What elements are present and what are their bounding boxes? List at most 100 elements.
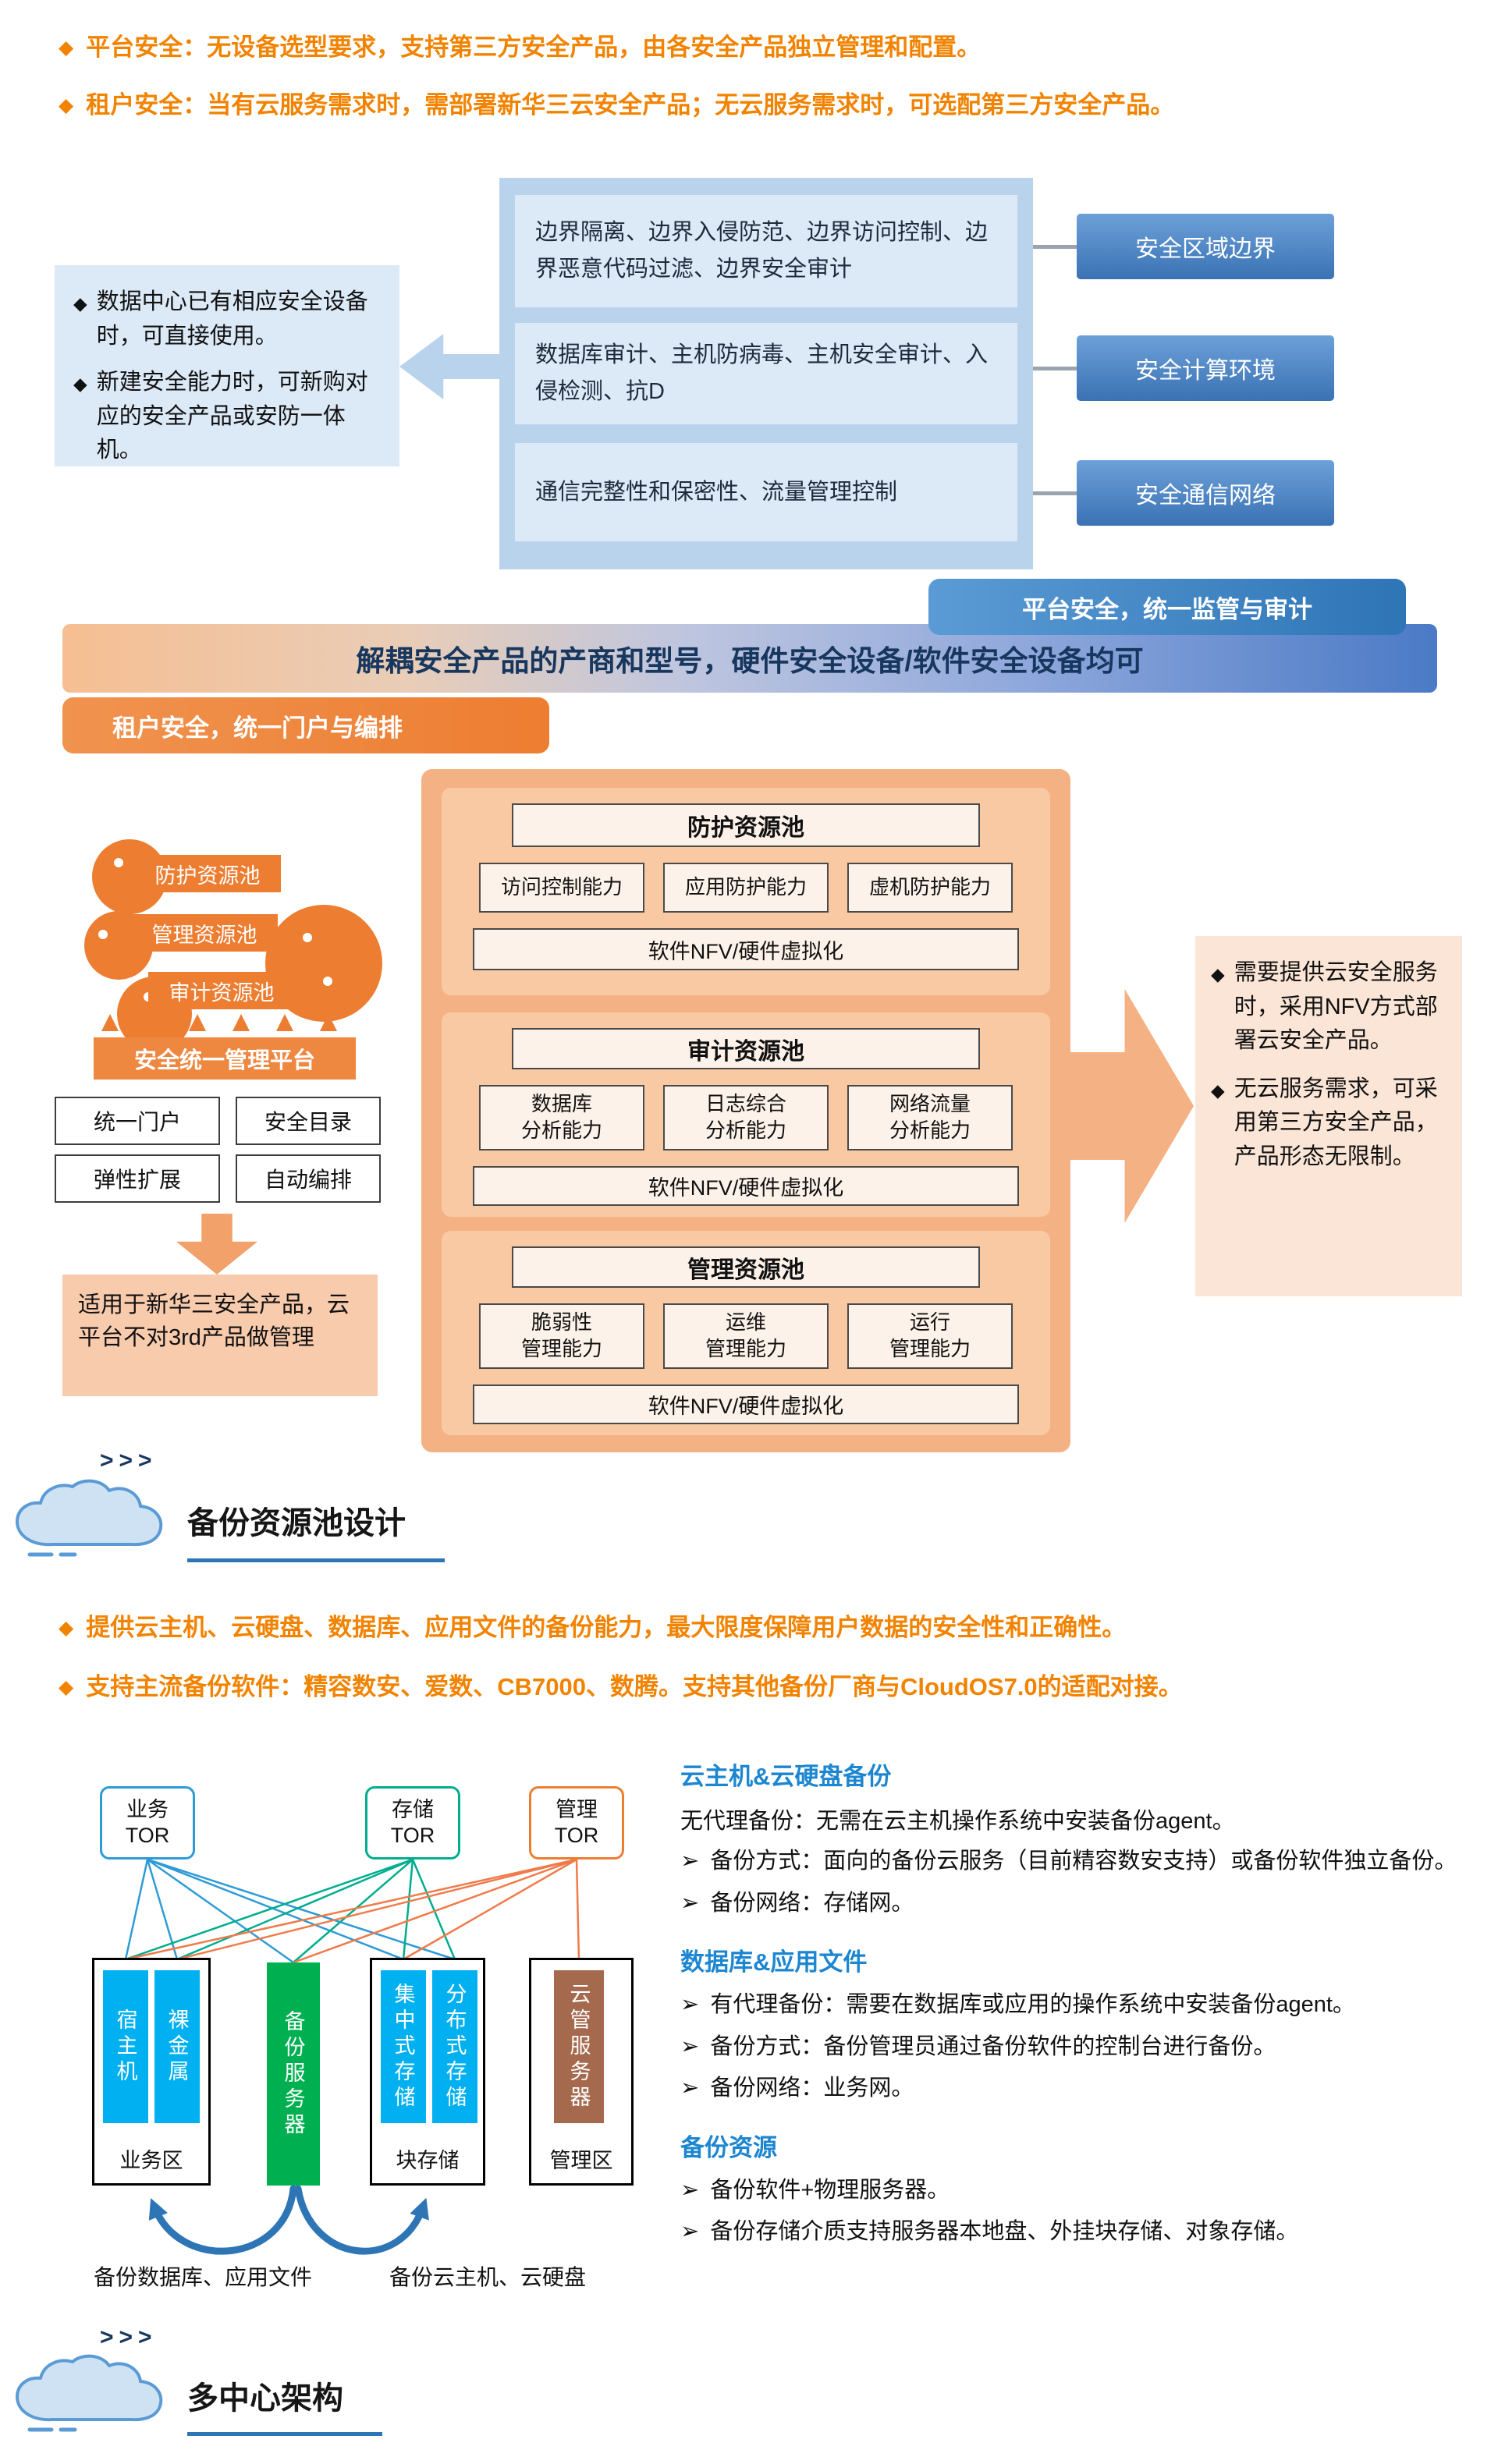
device-host: 宿主机 — [103, 1970, 148, 2123]
ability-text: 应用防护能力 — [684, 875, 807, 899]
cloud-icon — [16, 1479, 163, 1557]
label-text: 安全计算环境 — [1135, 358, 1276, 384]
pool-label-text: 防护资源池 — [154, 863, 261, 888]
device-label: 裸金属 — [165, 2008, 189, 2086]
detail-item: ➢ 备份软件+物理服务器。 — [680, 2174, 1468, 2208]
detail-text: 备份网络：存储网。 — [710, 1890, 914, 1916]
audit-pool-section: 审计资源池 数据库 分析能力 日志综合 分析能力 网络流量 分析能力 软件NFV… — [442, 1012, 1050, 1217]
cloud-icon — [16, 2354, 163, 2432]
device-cloud-mgmt: 云管服务器 — [554, 1970, 604, 2123]
detail-item: ➢ 备份方式：面向的备份云服务（目前精容数安支持）或备份软件独立备份。 — [680, 1845, 1468, 1879]
ability-text: 虚机防护能力 — [868, 875, 991, 899]
diamond-bullet-icon: ◆ — [1211, 964, 1225, 984]
device-backup-server: 备份服务器 — [267, 1962, 320, 2186]
detail-text: 有代理备份：需要在数据库或应用的操作系统中安装备份agent。 — [710, 1992, 1355, 2017]
ability-box: 脆弱性 管理能力 — [479, 1303, 644, 1369]
nfv-base-text: 软件NFV/硬件虚拟化 — [648, 1175, 844, 1200]
up-arrow-icon — [233, 1014, 250, 1031]
section-title-text: 管理资源池 — [687, 1257, 804, 1283]
ability-row: 访问控制能力 应用防护能力 虚机防护能力 — [479, 863, 1013, 913]
ability-text: 运行 管理能力 — [889, 1310, 971, 1360]
pill-text: 租户安全，统一门户与编排 — [112, 714, 403, 742]
backup-section-title: 备份资源池设计 — [187, 1506, 406, 1540]
device-label: 宿主机 — [113, 2008, 137, 2086]
title-underline — [187, 2432, 382, 2436]
tor-label: 业务 TOR — [125, 1798, 170, 1847]
security-mgmt-platform: 安全统一管理平台 — [94, 1037, 356, 1080]
feature-security-catalog: 安全目录 — [236, 1097, 381, 1145]
section-title: 审计资源池 — [512, 1028, 980, 1070]
connector-line — [1033, 491, 1077, 495]
section-title-text: 审计资源池 — [687, 1038, 804, 1065]
device-label: 云管服务器 — [566, 1982, 591, 2111]
device-central-storage: 集中式存储 — [381, 1970, 426, 2123]
zone-label-management: 管理区 — [549, 2149, 613, 2172]
arrow-bullet-icon: ➢ — [680, 2219, 700, 2244]
diamond-bullet-icon: ◆ — [59, 1676, 74, 1698]
ability-box: 访问控制能力 — [479, 863, 644, 913]
note-text: 需要提供云安全服务时，采用NFV方式部署云安全产品。 — [1234, 960, 1438, 1053]
dot-icon — [323, 977, 332, 986]
feature-text: 自动编排 — [264, 1168, 352, 1192]
detail-text: 备份软件+物理服务器。 — [710, 2177, 950, 2203]
left-arrow-icon — [399, 334, 499, 399]
platform-text: 安全统一管理平台 — [133, 1048, 315, 1073]
bullet-backup-software: ◆ 支持主流备份软件：精容数安、爱数、CB7000、数腾。支持其他备份厂商与Cl… — [59, 1671, 1471, 1704]
section-title: 防护资源池 — [512, 803, 980, 847]
arrow-bullet-icon: ➢ — [680, 2177, 700, 2203]
caption-db-file-backup: 备份数据库、应用文件 — [93, 2265, 312, 2289]
ability-row: 脆弱性 管理能力 运维 管理能力 运行 管理能力 — [479, 1303, 1013, 1369]
ability-box: 运维 管理能力 — [663, 1303, 829, 1369]
decouple-banner: 解耦安全产品的产商和型号，硬件安全设备/软件安全设备均可 — [62, 624, 1437, 693]
nfv-base-box: 软件NFV/硬件虚拟化 — [473, 928, 1019, 970]
tor-management: 管理 TOR — [529, 1786, 624, 1860]
detail-heading: 备份资源 — [680, 2133, 777, 2161]
title-underline — [187, 1558, 445, 1562]
caption-vm-disk-backup: 备份云主机、云硬盘 — [389, 2265, 586, 2289]
chevrons: >>> — [100, 2324, 158, 2350]
feature-text: 统一门户 — [93, 1110, 181, 1134]
detail-item: ➢ 备份网络：业务网。 — [680, 2072, 1468, 2106]
ability-box: 运行 管理能力 — [847, 1303, 1013, 1369]
arrow-bullet-icon: ➢ — [680, 1849, 700, 1874]
diamond-bullet-icon: ◆ — [73, 293, 87, 314]
bullet-text: 平台安全：无设备选型要求，支持第三方安全产品，由各安全产品独立管理和配置。 — [86, 34, 982, 61]
nfv-base-box: 软件NFV/硬件虚拟化 — [473, 1165, 1019, 1206]
diamond-bullet-icon: ◆ — [1211, 1080, 1225, 1101]
ability-text: 日志综合 分析能力 — [705, 1092, 786, 1142]
note-text: 数据中心已有相应安全设备时，可直接使用。 — [96, 289, 368, 349]
chevrons: >>> — [100, 1448, 158, 1473]
label-security-compute-env: 安全计算环境 — [1077, 335, 1334, 401]
topology-lines — [124, 1858, 580, 2255]
business-network-lines — [124, 1858, 456, 1964]
dot-icon — [303, 933, 312, 942]
ability-text: 脆弱性 管理能力 — [520, 1310, 602, 1360]
ability-box: 日志综合 分析能力 — [663, 1085, 829, 1150]
detail-intro: 无代理备份：无需在云主机操作系统中安装备份agent。 — [680, 1809, 1235, 1834]
compute-security-text: 数据库审计、主机防病毒、主机安全审计、入侵检测、抗D — [535, 342, 989, 404]
tor-storage: 存储 TOR — [365, 1786, 460, 1860]
diamond-bullet-icon: ◆ — [59, 1617, 74, 1639]
up-arrow-icon — [189, 1014, 206, 1031]
detail-heading: 数据库&应用文件 — [680, 1948, 868, 1976]
pool-label-text: 审计资源池 — [169, 980, 275, 1005]
dot-icon — [114, 858, 123, 867]
section-title-text: 防护资源池 — [687, 815, 804, 841]
diamond-bullet-icon: ◆ — [73, 374, 87, 394]
bullet-text: 支持主流备份软件：精容数安、爱数、CB7000、数腾。支持其他备份厂商与Clou… — [86, 1673, 1183, 1700]
arrow-bullet-icon: ➢ — [680, 2033, 700, 2059]
bullet-backup-capability: ◆ 提供云主机、云硬盘、数据库、应用文件的备份能力，最大限度保障用户数据的安全性… — [59, 1611, 1471, 1644]
ability-text: 网络流量 分析能力 — [889, 1092, 971, 1142]
feature-text: 弹性扩展 — [93, 1168, 181, 1192]
note-text: 新建安全能力时，可新购对应的安全产品或安防一体机。 — [96, 370, 368, 463]
connector-line — [1033, 367, 1077, 370]
tor-business: 业务 TOR — [100, 1786, 195, 1860]
backup-details: 云主机&云硬盘备份 无代理备份：无需在云主机操作系统中安装备份agent。 ➢ … — [680, 1753, 1468, 2257]
detail-item: ➢ 备份方式：备份管理员通过备份软件的控制台进行备份。 — [680, 2030, 1468, 2065]
device-label: 分布式存储 — [442, 1982, 467, 2111]
pill-text: 平台安全，统一监管与审计 — [1022, 595, 1312, 623]
tenant-security-pill: 租户安全，统一门户与编排 — [62, 697, 549, 753]
protection-pool-section: 防护资源池 访问控制能力 应用防护能力 虚机防护能力 软件NFV/硬件虚拟化 — [442, 788, 1050, 995]
nfv-deploy-note: ◆ 需要提供云安全服务时，采用NFV方式部署云安全产品。 ◆ 无云服务需求，可采… — [1195, 936, 1462, 1296]
